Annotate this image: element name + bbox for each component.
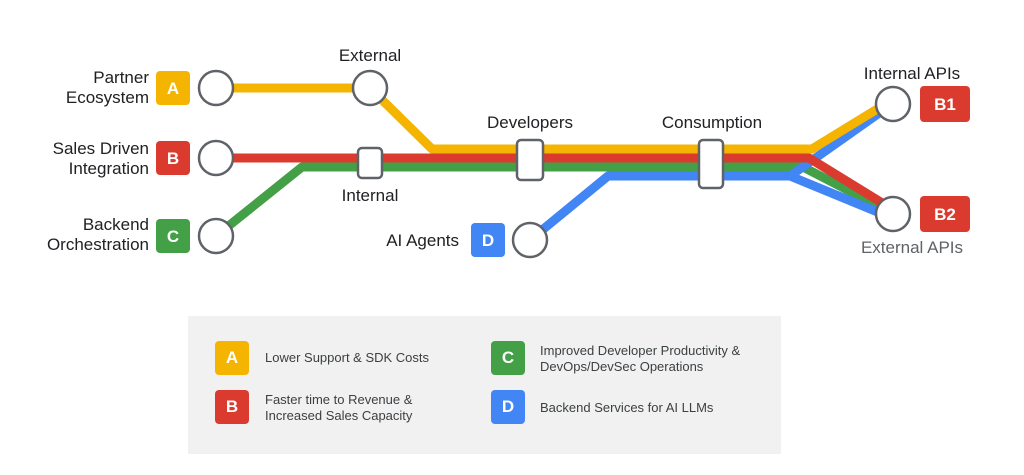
station-a-origin (197, 69, 235, 107)
badge-b2: B2 (920, 196, 970, 232)
svg-text:B2: B2 (934, 205, 956, 224)
legend-text-a: Lower Support & SDK Costs (265, 350, 430, 365)
svg-text:B1: B1 (934, 95, 956, 114)
external-apis-label: External APIs (861, 238, 963, 257)
svg-text:D: D (482, 231, 494, 250)
internal-label: Internal (342, 186, 399, 205)
station-internal-apis (874, 85, 912, 123)
origin-stations (197, 69, 912, 259)
svg-text:C: C (167, 227, 179, 246)
legend-text-b: Faster time to Revenue & Increased Sales… (265, 392, 413, 423)
station-b-origin (197, 139, 235, 177)
badge-a: A (156, 71, 190, 105)
svg-text:A: A (167, 79, 179, 98)
badge-c: C (156, 219, 190, 253)
interchange-stations (356, 138, 725, 190)
station-d-origin (511, 221, 549, 259)
station-external (351, 69, 389, 107)
consumption-label: Consumption (662, 113, 762, 132)
line-a-track (211, 83, 897, 154)
external-label: External (339, 46, 401, 65)
station-developers (515, 138, 545, 182)
line-d-label: AI Agents (386, 231, 459, 250)
station-labels: External Internal Developers Consumption… (339, 46, 963, 257)
developers-label: Developers (487, 113, 573, 132)
badge-b1: B1 (920, 86, 970, 122)
legend-badge-c: C (491, 341, 525, 375)
station-external-apis (874, 195, 912, 233)
legend: A Lower Support & SDK Costs B Faster tim… (188, 316, 781, 454)
line-c-track (211, 162, 897, 241)
line-badges: A B C D B1 B2 (156, 71, 970, 257)
station-consumption (697, 138, 725, 190)
legend-text-c: Improved Developer Productivity & DevOps… (540, 343, 741, 374)
station-c-origin (197, 217, 235, 255)
legend-badge-d: D (491, 390, 525, 424)
legend-text-d: Backend Services for AI LLMs (540, 400, 714, 415)
svg-text:B: B (167, 149, 179, 168)
track-lines (211, 83, 897, 245)
station-internal (356, 146, 384, 180)
badge-b: B (156, 141, 190, 175)
legend-badge-b: B (215, 390, 249, 424)
legend-badge-a: A (215, 341, 249, 375)
badge-d: D (471, 223, 505, 257)
internal-apis-label: Internal APIs (864, 64, 960, 83)
